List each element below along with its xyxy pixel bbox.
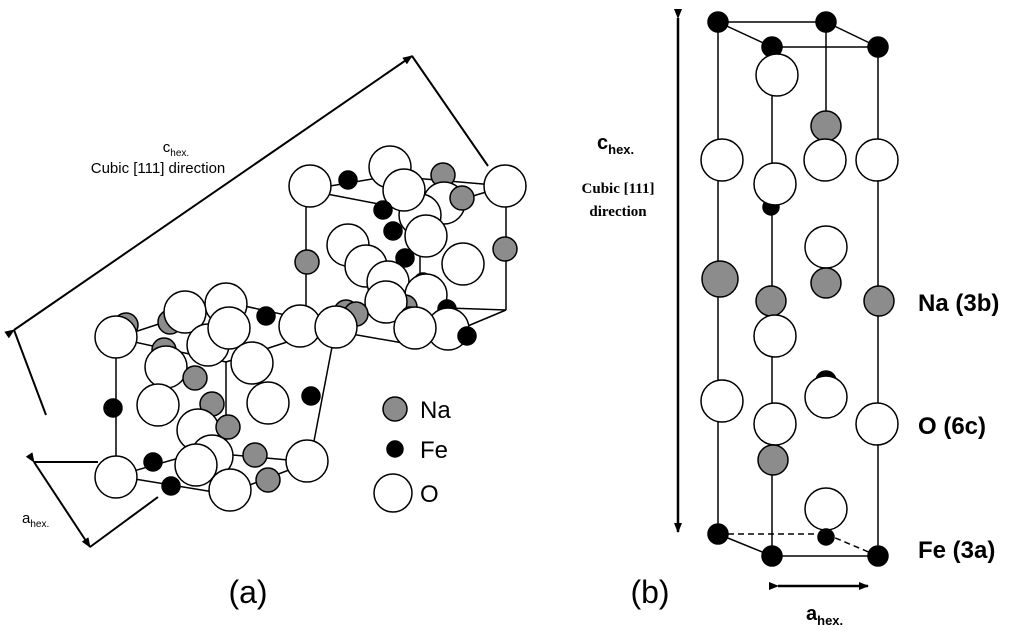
a-hex-label-b: ahex. xyxy=(806,603,843,628)
b-na-atom xyxy=(701,260,739,298)
b-o-atom xyxy=(804,487,848,531)
b-o-atom xyxy=(803,138,847,182)
a-na-atom xyxy=(492,236,518,262)
cubic-direction-line1: Cubic [111] xyxy=(582,181,655,197)
a-o-atom xyxy=(94,455,138,499)
b-fe-atom xyxy=(817,528,835,546)
panel-b-caption: (b) xyxy=(630,574,669,610)
a-o-atom xyxy=(483,164,527,208)
b-o-atom xyxy=(855,138,899,182)
a-fe-atom xyxy=(256,306,276,326)
a-o-atom xyxy=(174,443,218,487)
a-o-atom xyxy=(208,468,252,512)
a-fe-atom xyxy=(373,200,393,220)
b-na-atom xyxy=(810,110,842,142)
a-fe-atom xyxy=(161,476,181,496)
b-na-atom xyxy=(863,285,895,317)
cubic-direction-label: Cubic [111] direction xyxy=(91,160,226,177)
c-hex-dimension xyxy=(4,55,489,416)
hex-cell-edges xyxy=(717,21,879,557)
a-na-atom xyxy=(294,249,320,275)
b-fe-atom xyxy=(707,523,729,545)
site-label-na: Na (3b) xyxy=(918,290,999,317)
b-o-atom xyxy=(700,379,744,423)
panel-a-caption: (a) xyxy=(228,574,267,610)
a-fe-atom xyxy=(395,248,415,268)
legend-o-label: O xyxy=(420,481,439,508)
panel-a: Na Fe O chex. Cubic [111] direction ahex… xyxy=(4,55,527,610)
a-o-atom xyxy=(441,242,485,286)
legend-fe-marker xyxy=(386,440,404,458)
a-na-atom xyxy=(255,467,281,493)
hex-cell-hidden-edges xyxy=(718,533,879,557)
a-o-atom xyxy=(285,439,329,483)
a-o-atom xyxy=(314,305,358,349)
a-hex-dimension xyxy=(25,452,159,548)
a-o-atom xyxy=(382,168,426,212)
a-fe-atom xyxy=(457,326,477,346)
b-o-atom xyxy=(753,314,797,358)
site-label-o: O (6c) xyxy=(918,413,986,440)
a-o-atom xyxy=(136,383,180,427)
b-o-atom xyxy=(753,402,797,446)
panel-b: chex. Cubic [111] direction Na (3b) O (6… xyxy=(582,9,999,628)
cubic-direction-line2: direction xyxy=(589,204,647,220)
a-o-atom xyxy=(364,280,408,324)
c-hex-label: chex. xyxy=(163,139,189,159)
a-o-atom xyxy=(94,315,138,359)
b-fe-atom xyxy=(867,36,889,58)
a-na-atom xyxy=(449,185,475,211)
a-o-atom xyxy=(288,164,332,208)
legend-na-label: Na xyxy=(420,397,451,424)
a-na-atom xyxy=(242,442,268,468)
a-fe-atom xyxy=(338,170,358,190)
panel-a-atoms xyxy=(94,145,527,512)
a-fe-atom xyxy=(383,221,403,241)
b-fe-atom xyxy=(815,11,837,33)
b-o-atom xyxy=(804,375,848,419)
a-na-atom xyxy=(215,414,241,440)
a-hex-label: ahex. xyxy=(22,510,49,530)
a-na-atom xyxy=(182,365,208,391)
a-fe-atom xyxy=(143,452,163,472)
c-hex-label-b: chex. xyxy=(597,132,634,157)
a-fe-atom xyxy=(301,386,321,406)
b-fe-atom xyxy=(867,545,889,567)
a-fe-atom xyxy=(103,398,123,418)
b-o-atom xyxy=(755,53,799,97)
b-fe-atom xyxy=(707,11,729,33)
b-na-atom xyxy=(757,444,789,476)
panel-b-atoms xyxy=(700,11,899,567)
a-o-atom xyxy=(230,341,274,385)
a-o-atom xyxy=(404,214,448,258)
a-o-atom xyxy=(207,306,251,350)
legend-fe-label: Fe xyxy=(420,437,448,464)
legend: Na Fe O xyxy=(373,396,451,513)
a-o-atom xyxy=(393,306,437,350)
b-na-atom xyxy=(810,267,842,299)
site-label-fe: Fe (3a) xyxy=(918,537,995,564)
legend-o-marker xyxy=(373,473,413,513)
a-o-atom xyxy=(163,290,207,334)
a-o-atom xyxy=(144,345,188,389)
legend-na-marker xyxy=(382,396,408,422)
b-fe-atom xyxy=(761,545,783,567)
b-o-atom xyxy=(700,138,744,182)
a-o-atom xyxy=(246,381,290,425)
b-o-atom xyxy=(804,225,848,269)
b-o-atom xyxy=(855,402,899,446)
b-na-atom xyxy=(755,285,787,317)
b-o-atom xyxy=(753,162,797,206)
